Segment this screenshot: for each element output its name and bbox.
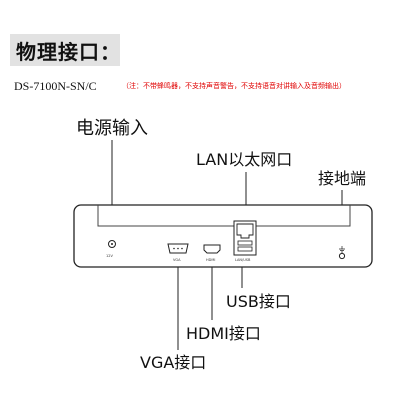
lan-port-icon <box>236 223 254 239</box>
ground-symbol-icon <box>339 246 345 253</box>
model-note: （注：不带蜂鸣器，不支持声音警告，不支持语音对讲输入及音频输出） <box>122 82 346 90</box>
hdmi-port-icon <box>203 244 221 254</box>
usb-callout: USB接口 <box>226 292 291 311</box>
vga-pin-icon <box>177 247 179 250</box>
ground-callout: 接地端 <box>318 169 367 188</box>
title-background <box>10 34 120 66</box>
vga-port-icon <box>167 243 189 254</box>
power-input-label: 电源输入 <box>76 118 148 139</box>
hdmi-port-label: HDMI <box>206 258 215 262</box>
usb-port-icon <box>237 246 253 252</box>
device-top-bevel <box>97 205 351 227</box>
vga-callout: VGA接口 <box>140 353 207 372</box>
power-rating-label: 12V <box>106 254 113 258</box>
hdmi-callout: HDMI接口 <box>186 324 261 343</box>
ground-terminal-icon <box>338 252 346 260</box>
vga-port-label: VGA <box>173 258 181 262</box>
vga-pin-icon <box>181 247 183 250</box>
vga-pin-icon <box>173 247 175 250</box>
power-port-pin-icon <box>111 243 113 245</box>
model-number: DS-7100N-SN/C <box>14 79 97 93</box>
lan-usb-port-label: LAN/USB <box>235 258 251 262</box>
usb-port-icon <box>237 240 253 246</box>
power-port-icon <box>108 240 116 248</box>
device-body <box>73 204 373 268</box>
page-title: 物理接口： <box>16 40 121 64</box>
lan-port-callout: LAN以太网口 <box>196 150 293 169</box>
